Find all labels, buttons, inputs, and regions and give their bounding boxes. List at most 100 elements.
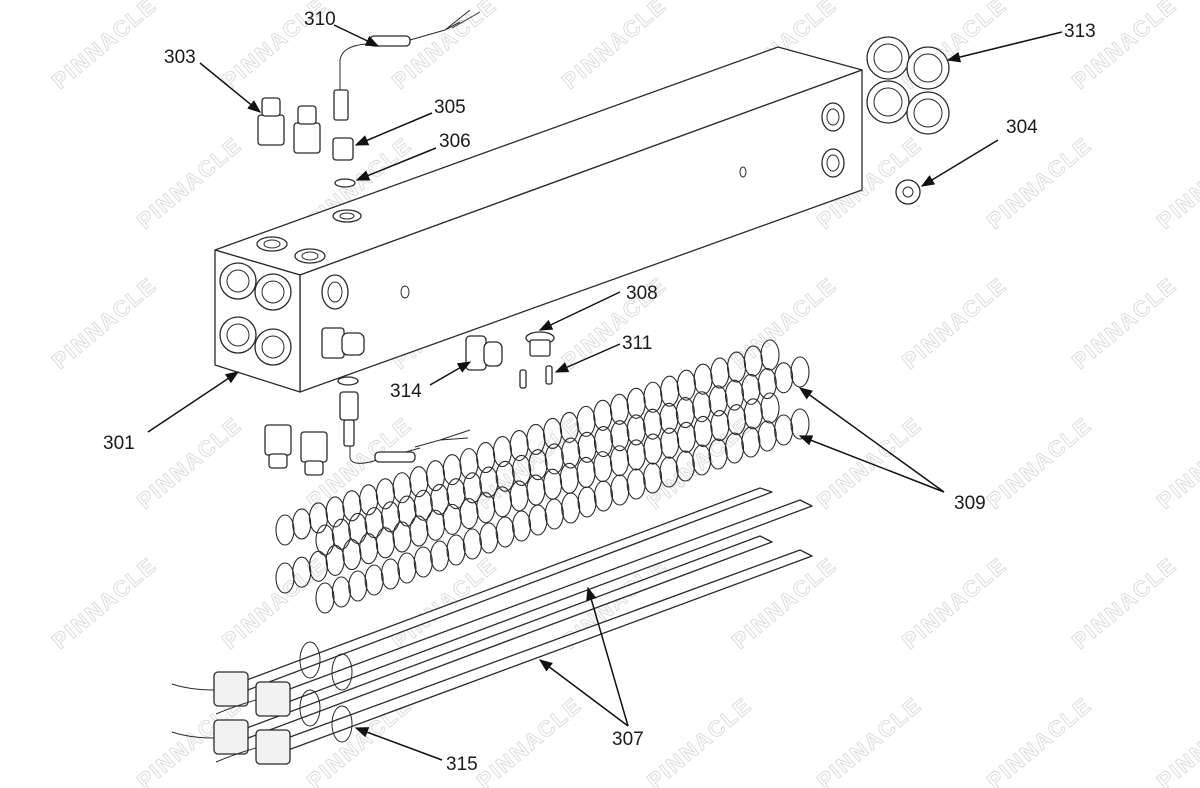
coil-turn [693,363,713,395]
coil-turn [380,501,401,533]
coil-turn [275,562,295,594]
coil-turn [741,373,761,405]
coil-turn [512,510,532,542]
coil-turn [724,379,745,411]
coil-turn [660,375,680,407]
coil-turn [528,504,548,536]
fitting-303-pair [257,97,321,154]
coil-turn [710,357,730,389]
watermark-text: PINNACLE [1152,692,1200,788]
watermark-text: PINNACLE [1067,0,1181,94]
coil-turn [308,550,328,582]
coil-turn [692,391,712,423]
coil-turn [774,362,794,394]
watermark-text: PINNACLE [47,272,161,374]
watermark-text: PINNACLE [132,412,246,514]
plugs-313 [866,36,950,135]
callout-315: 315 [446,754,478,775]
watermark-text: PINNACLE [1067,272,1181,374]
coil-turn [425,509,446,541]
watermark-text: PINNACLE [982,692,1096,788]
watermark-text: PINNACLE [897,272,1011,374]
coil-turn [292,508,312,540]
watermark-text: PINNACLE [982,132,1096,234]
coil-turn [577,486,597,518]
watermark-text: PINNACLE [472,692,586,788]
coil-turn [757,368,777,400]
coil-turn [708,385,728,417]
coil-turn [593,451,613,483]
coil-turn [561,492,581,524]
fitting-lower-pair [264,424,328,476]
sensor-lower [337,376,471,464]
coil-turn [315,524,335,556]
watermark-text: PINNACLE [47,552,161,654]
heating-rods-307 [219,487,813,757]
heating-coils-309 [275,339,810,614]
leader-lines [147,24,1063,761]
coil-turn [659,402,679,434]
screws-311 [519,365,553,389]
coil-turn [593,399,613,431]
coil-turn [462,472,482,504]
coil-turn [693,415,713,447]
watermark-text: PINNACLE [1152,132,1200,234]
callout-303: 303 [164,47,196,68]
coil-turn [342,539,362,571]
coil-turn [392,521,412,553]
coil-turn [626,468,646,500]
callout-311: 311 [622,333,652,354]
coil-turn [479,466,499,498]
coil-turn [660,427,680,459]
watermark-text: PINNACLE [217,552,331,654]
watermark-text: PINNACLE [982,412,1096,514]
coil-turn [325,544,345,576]
coil-turn [743,398,763,430]
coil-turn [577,431,597,463]
watermark-text: PINNACLE [727,552,841,654]
coil-turn [512,454,532,487]
coil-turn [413,546,433,578]
coil-turn [446,478,466,510]
callout-314: 314 [390,381,422,402]
coil-turn [626,439,646,471]
coil-turn [397,495,417,527]
coil-turn [476,492,496,524]
coil-turn [727,404,747,436]
callout-313: 313 [1064,21,1096,42]
coil-turn [331,576,351,608]
coil-turn [364,564,384,596]
coil-turn [760,392,780,424]
coil-turn [790,356,810,388]
coil-turn [430,483,450,515]
watermark-text: PINNACLE [812,692,926,788]
coil-turn [610,474,630,506]
coil-turn [609,445,630,477]
callout-307: 307 [612,729,644,750]
coil-turn [710,410,730,442]
watermark-text: PINNACLE [387,0,501,94]
coil-turn [643,381,663,413]
callout-305: 305 [434,97,466,118]
fitting-314 [465,335,503,371]
coil-turn [760,339,780,371]
coil-turn [446,534,466,566]
coil-turn [348,570,368,602]
coil-turn [724,432,745,464]
coil-turn [659,456,679,488]
watermark-text: PINNACLE [557,0,671,94]
watermark-text: PINNACLE [1152,412,1200,514]
coil-turn [528,449,548,481]
coil-turn [790,408,810,440]
coil-turn [492,486,512,518]
coil-turn [459,497,479,530]
coil-turn [413,489,433,521]
coil-turn [462,528,482,560]
coil-turn [609,393,630,425]
coil-turn [626,387,646,419]
coil-turn [359,533,379,565]
callout-301: 301 [103,433,135,454]
callout-308: 308 [626,283,658,304]
